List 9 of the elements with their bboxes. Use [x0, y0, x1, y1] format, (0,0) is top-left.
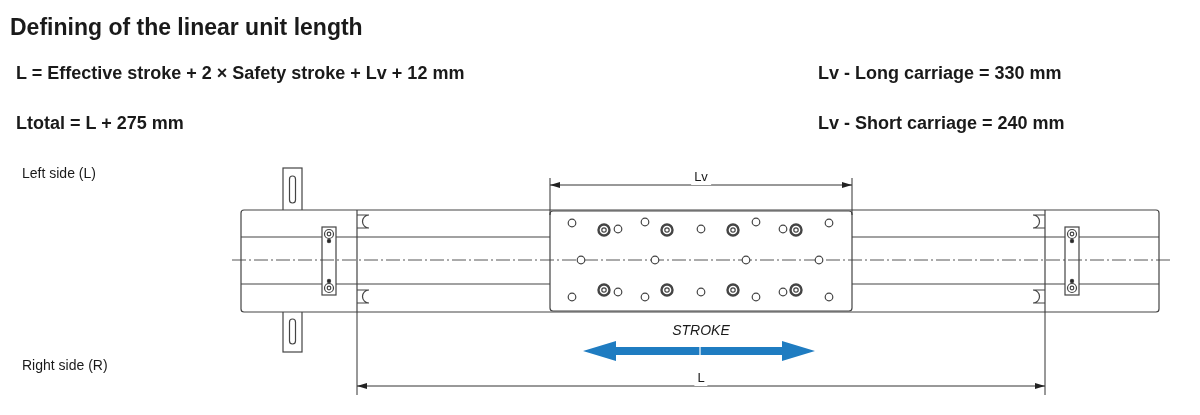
formula: Lv - Long carriage = 330 mm	[818, 63, 1062, 84]
title: Defining of the linear unit length	[10, 14, 363, 41]
dimension-label: L	[694, 371, 708, 386]
formula: L = Effective stroke + 2 × Safety stroke + Lv + 12 mm	[16, 63, 465, 84]
dimension-label: Lv	[691, 170, 711, 185]
formula: Ltotal = L + 275 mm	[16, 113, 184, 134]
side-label: Right side (R)	[22, 357, 108, 374]
side-label: Left side (L)	[22, 165, 96, 182]
formula: Lv - Short carriage = 240 mm	[818, 113, 1065, 134]
